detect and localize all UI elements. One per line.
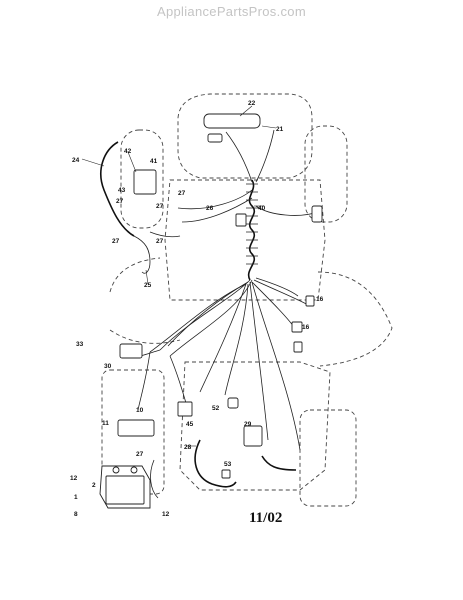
- mower-outline: [101, 93, 393, 507]
- label-2: 2: [92, 482, 96, 489]
- label-16-b: 16: [302, 324, 310, 331]
- battery-cables: [150, 439, 297, 499]
- label-29: 29: [244, 421, 252, 428]
- label-27-b: 27: [178, 190, 186, 197]
- label-10: 10: [136, 407, 144, 414]
- label-33: 33: [76, 341, 84, 348]
- left-wires: [100, 141, 181, 274]
- label-42: 42: [124, 148, 132, 155]
- harness-coil: [246, 179, 258, 281]
- label-43: 43: [118, 187, 126, 194]
- label-1: 1: [74, 494, 78, 501]
- label-27-c: 27: [156, 203, 164, 210]
- watermark: AppliancePartsPros.com: [157, 4, 306, 19]
- label-53: 53: [224, 461, 232, 468]
- label-52: 52: [212, 405, 220, 412]
- label-27-f: 27: [136, 451, 144, 458]
- label-40: 40: [258, 205, 266, 212]
- label-8: 8: [74, 511, 78, 518]
- label-11: 11: [102, 420, 109, 427]
- label-22: 22: [248, 100, 256, 107]
- parts: [99, 113, 323, 509]
- label-27-a: 27: [116, 198, 124, 205]
- label-27-d: 27: [112, 238, 120, 245]
- date-code: 11/02: [249, 510, 283, 526]
- label-12-a: 12: [70, 475, 78, 482]
- label-45: 45: [186, 421, 194, 428]
- label-25: 25: [144, 282, 152, 289]
- label-16-a: 16: [316, 296, 324, 303]
- label-24: 24: [72, 157, 80, 164]
- label-21: 21: [276, 126, 284, 133]
- part-labels: 22 21 24 42 41 43 27 27 27 27 27 26 40 2…: [70, 100, 324, 518]
- label-28: 28: [184, 444, 192, 451]
- label-27-e: 27: [156, 238, 164, 245]
- label-26: 26: [206, 205, 214, 212]
- label-12-b: 12: [162, 511, 170, 518]
- leader-lines: [81, 105, 277, 447]
- label-30: 30: [104, 363, 112, 370]
- label-41: 41: [150, 158, 158, 165]
